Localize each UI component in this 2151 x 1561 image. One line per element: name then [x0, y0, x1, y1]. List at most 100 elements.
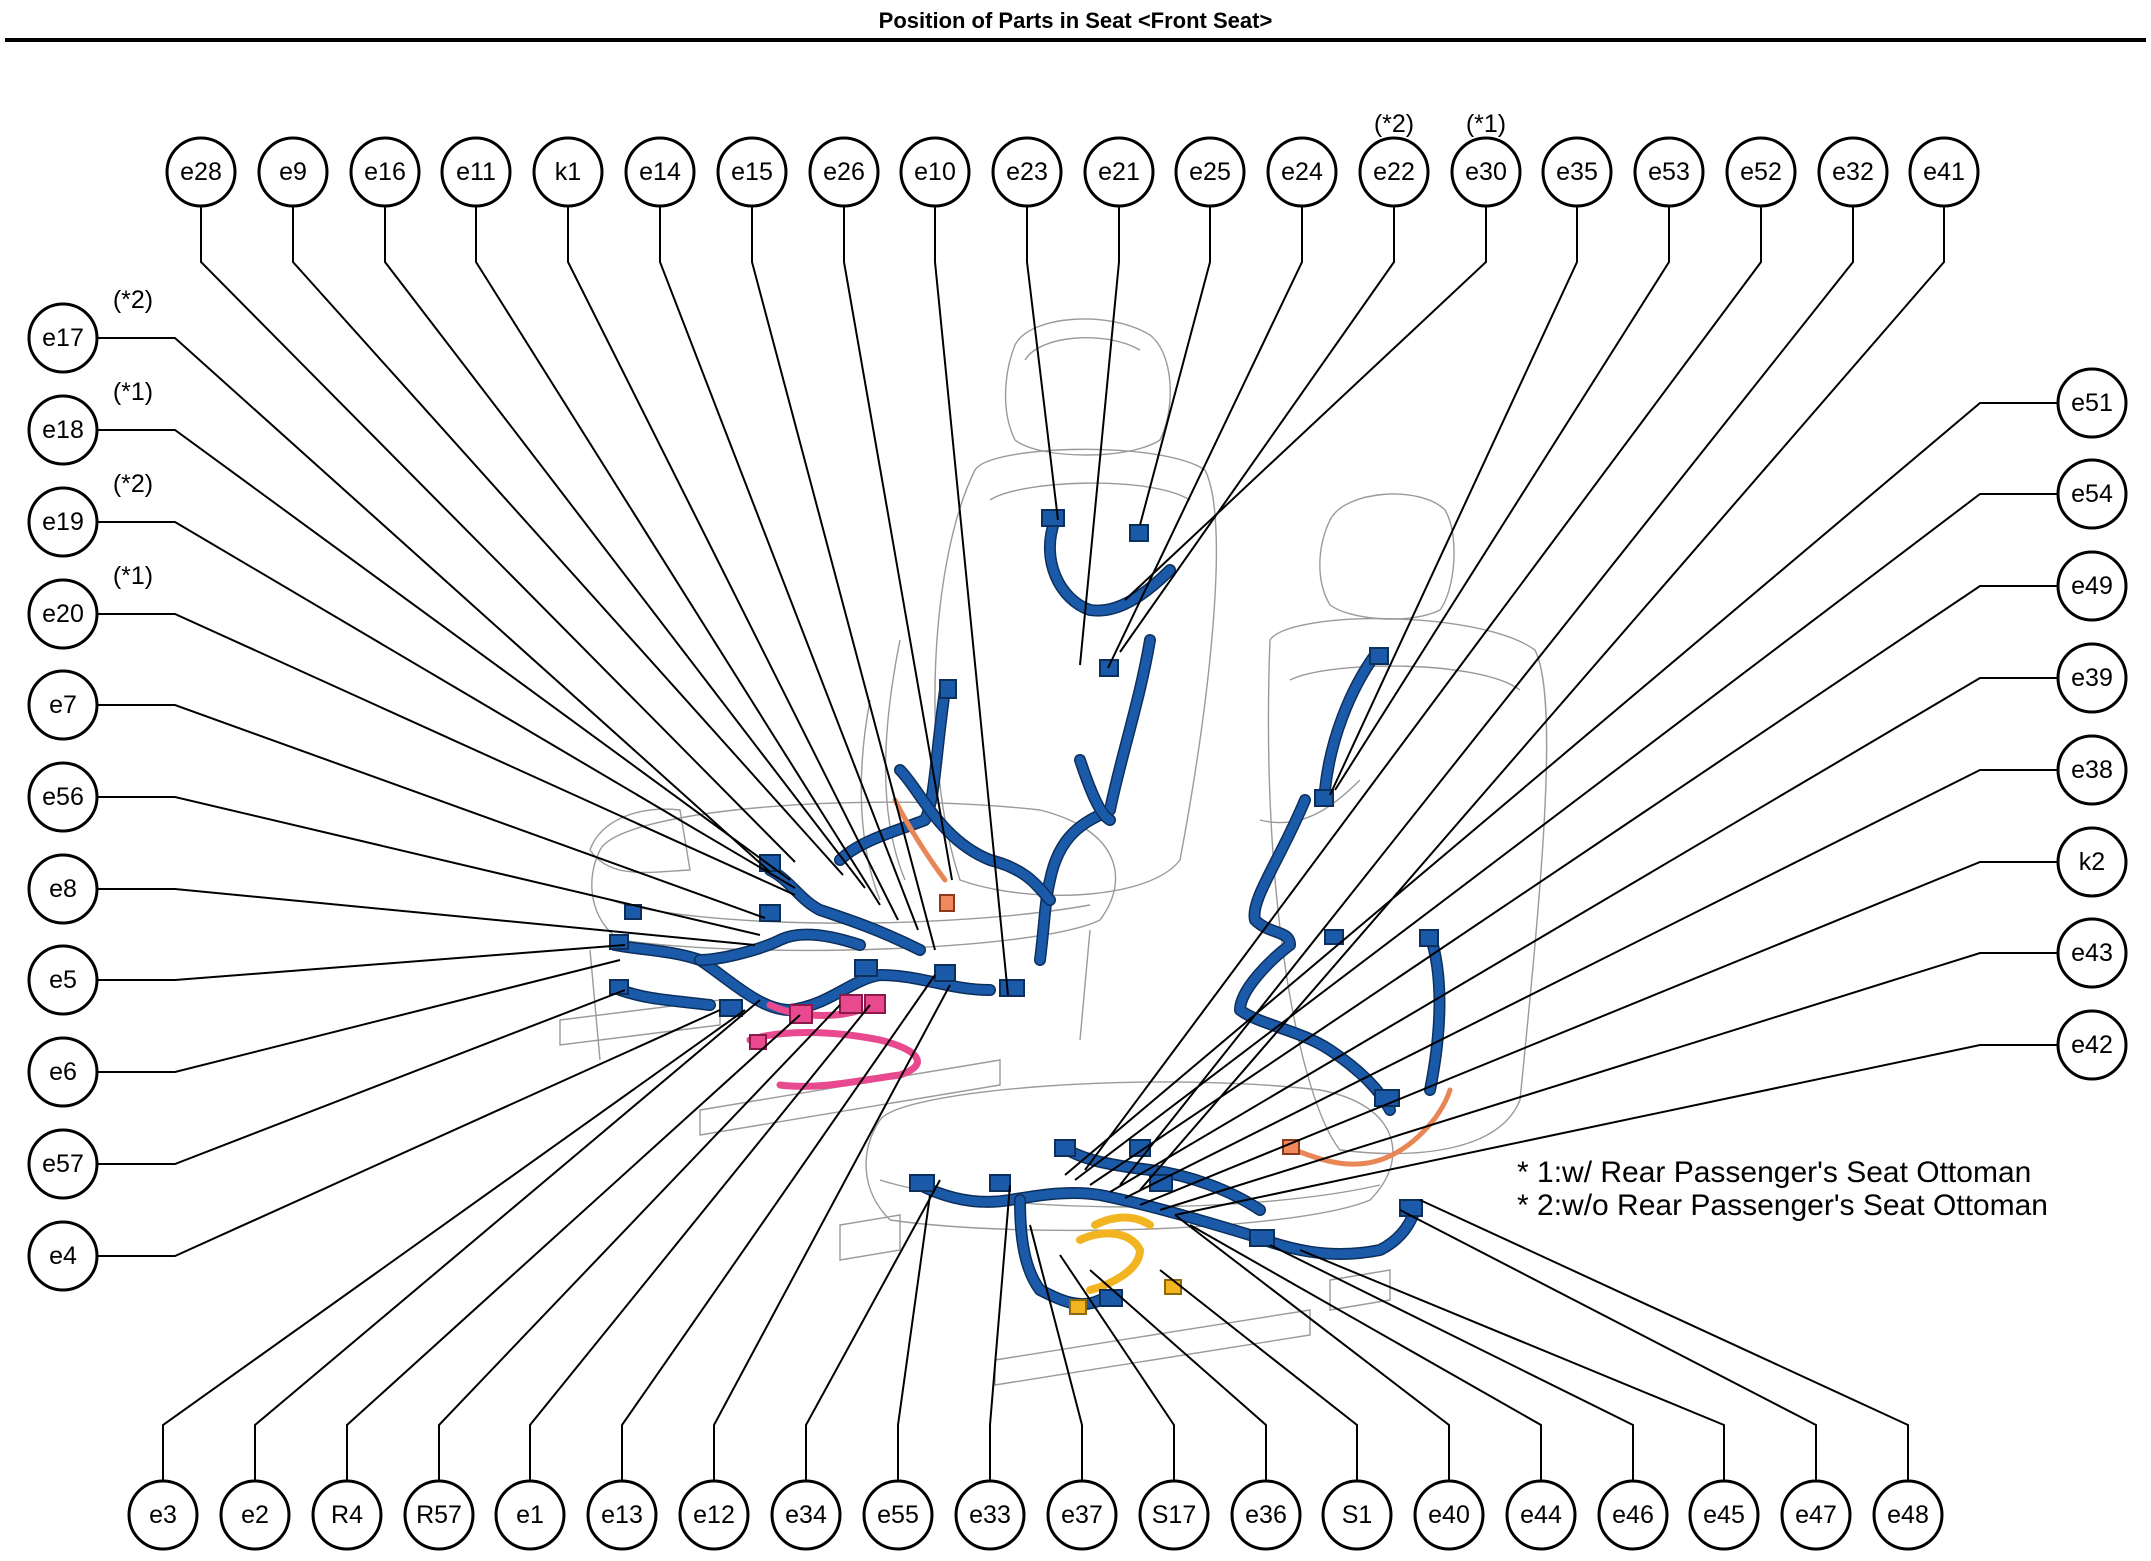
- leader-line: [1329, 206, 1578, 796]
- connector-circle: [311, 1479, 383, 1551]
- leader-line: [1299, 1249, 1725, 1481]
- connector-label: e52: [1740, 158, 1782, 186]
- leader-line: [97, 989, 626, 1165]
- leader-line: [1174, 1214, 1450, 1481]
- connector-label: e33: [969, 1501, 1011, 1529]
- connector-label: R57: [416, 1501, 462, 1529]
- connector-label: e22: [1373, 158, 1415, 186]
- connector-e41: e41: [1908, 136, 1980, 208]
- connector-circle: [770, 1479, 842, 1551]
- connector-label: e39: [2071, 664, 2113, 692]
- connector-e25: e25: [1174, 136, 1246, 208]
- connector-circle: [1541, 136, 1613, 208]
- connector-label: e42: [2071, 1031, 2113, 1059]
- connector-label: e26: [823, 158, 865, 186]
- connector-label: e37: [1061, 1501, 1103, 1529]
- connector-label: e20: [42, 600, 84, 628]
- leader-line: [1064, 402, 2058, 1176]
- leader-line: [751, 206, 936, 951]
- connector-circle: [257, 136, 329, 208]
- connector-circle: [1174, 136, 1246, 208]
- connector-e38: e38: [2056, 734, 2128, 806]
- connector-label: e41: [1923, 158, 1965, 186]
- connector-circle: [586, 1479, 658, 1551]
- connector-circle: [494, 1479, 566, 1551]
- connector-circle: [899, 136, 971, 208]
- leader-line: [1119, 206, 1854, 1186]
- connector-circle: [1413, 1479, 1485, 1551]
- connector-e9: e9: [257, 136, 329, 208]
- connector-e13: e13: [586, 1479, 658, 1551]
- connector-label: e40: [1428, 1501, 1470, 1529]
- connector-e21: e21: [1083, 136, 1155, 208]
- connector-label: S17: [1152, 1501, 1196, 1529]
- connector-e1: e1: [494, 1479, 566, 1551]
- connector-label: S1: [1342, 1501, 1373, 1529]
- connector-circle: [1725, 136, 1797, 208]
- leader-line: [713, 984, 951, 1481]
- connector-label: e49: [2071, 572, 2113, 600]
- connector-label: e32: [1832, 158, 1874, 186]
- connector-circle: [2056, 826, 2128, 898]
- connector-label: e17: [42, 324, 84, 352]
- connector-label: e11: [456, 158, 496, 186]
- connector-label: e28: [180, 158, 222, 186]
- connector-label: e48: [1887, 1501, 1929, 1529]
- connector-e55: e55: [862, 1479, 934, 1551]
- leader-lines: [97, 206, 2058, 1481]
- connector-label: e4: [49, 1242, 77, 1270]
- connector-e2: e2: [219, 1479, 291, 1551]
- connector-note: (*2): [113, 286, 153, 314]
- connector-label: e25: [1189, 158, 1231, 186]
- connector-circle: [2056, 734, 2128, 806]
- connector-e18: e18(*1): [27, 378, 153, 466]
- wire-harnesses: [609, 514, 1453, 1311]
- connector-label: e15: [731, 158, 773, 186]
- connector-e7: e7: [27, 669, 99, 741]
- leader-line: [1174, 1044, 2058, 1216]
- leader-line: [1026, 206, 1059, 521]
- connector-circle: [1633, 136, 1705, 208]
- connector-e3: e3: [127, 1479, 199, 1551]
- leader-line: [254, 999, 761, 1481]
- connector-circle: [1083, 136, 1155, 208]
- connector-label: e9: [279, 158, 307, 186]
- leader-line: [97, 959, 621, 1073]
- connector-circle: [27, 1220, 99, 1292]
- connector-note: (*1): [113, 562, 153, 590]
- leader-line: [1119, 206, 1395, 653]
- title-rule: [5, 38, 2146, 42]
- leader-line: [438, 1004, 841, 1481]
- connector-S1: S1: [1321, 1479, 1393, 1551]
- connector-k1: k1: [532, 136, 604, 208]
- leader-line: [659, 206, 919, 931]
- leader-line: [1419, 1199, 1909, 1481]
- connector-circle: [1908, 136, 1980, 208]
- leader-line: [97, 521, 796, 889]
- connector-circle: [991, 136, 1063, 208]
- connector-label: e6: [49, 1058, 77, 1086]
- connector-label: k2: [2079, 848, 2105, 876]
- connector-note: (*1): [1466, 110, 1506, 138]
- connector-e15: e15: [716, 136, 788, 208]
- leader-line: [1089, 585, 2058, 1186]
- connector-circle: [716, 136, 788, 208]
- connector-e48: e48: [1872, 1479, 1944, 1551]
- footnote-2: * 2:w/o Rear Passenger's Seat Ottoman: [1517, 1189, 2048, 1222]
- connector-label: e38: [2071, 756, 2113, 784]
- leader-line: [97, 796, 761, 936]
- connector-circle: [1230, 1479, 1302, 1551]
- leader-line: [1107, 206, 1303, 669]
- leader-line: [1079, 206, 1120, 666]
- connector-label: e24: [1281, 158, 1323, 186]
- connector-e45: e45: [1688, 1479, 1760, 1551]
- leader-line: [1139, 861, 2058, 1206]
- connector-circle: [1780, 1479, 1852, 1551]
- connector-label: e43: [2071, 939, 2113, 967]
- connector-label: e2: [241, 1501, 269, 1529]
- connector-circle: [678, 1479, 750, 1551]
- connector-circle: [2056, 917, 2128, 989]
- leader-line: [1159, 1269, 1358, 1481]
- connector-circle: [808, 136, 880, 208]
